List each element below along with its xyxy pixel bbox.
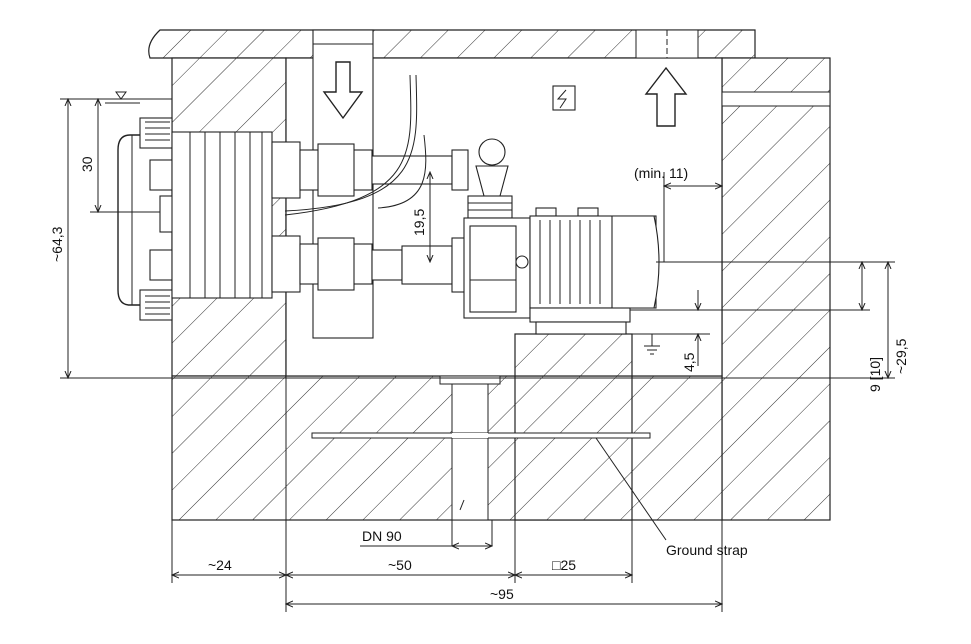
ground-strap bbox=[311, 334, 651, 439]
dim-30: 30 bbox=[79, 156, 95, 172]
pump-motor bbox=[529, 207, 660, 335]
nozzle-fins-lower bbox=[145, 295, 170, 315]
dimension-lines bbox=[60, 99, 895, 612]
right-wall bbox=[721, 57, 831, 521]
dim-min-11: (min. 11) bbox=[634, 165, 688, 181]
dim-25: □25 bbox=[552, 557, 576, 573]
electrical-cables bbox=[284, 74, 427, 216]
overflow-pipe bbox=[721, 91, 831, 107]
dim-dn90: DN 90 bbox=[362, 528, 402, 544]
dim-9-10: 9 [10] bbox=[867, 357, 883, 392]
upper-pipe bbox=[271, 141, 469, 199]
dim-29-5: ~29,5 bbox=[893, 338, 909, 374]
water-level-triangle-icon bbox=[60, 91, 172, 104]
dim-50: ~50 bbox=[388, 557, 412, 573]
nozzle-fins-upper bbox=[145, 121, 170, 141]
exhaust-vent-slot bbox=[635, 29, 699, 59]
lower-pipe bbox=[271, 235, 467, 293]
arrow-up-icon bbox=[644, 66, 688, 127]
dim-95: ~95 bbox=[490, 586, 514, 602]
ground-symbol-icon bbox=[644, 334, 660, 355]
dim-24: ~24 bbox=[208, 557, 232, 573]
label-ground-strap: Ground strap bbox=[666, 542, 748, 558]
electric-hazard-icon bbox=[552, 85, 576, 111]
floor-drain bbox=[439, 375, 501, 521]
pump-housing bbox=[463, 217, 531, 319]
plinth-top bbox=[514, 333, 633, 377]
wall-through-housing bbox=[171, 131, 273, 299]
dim-4-5: 4,5 bbox=[681, 352, 697, 372]
dim-64-3: ~64,3 bbox=[49, 226, 65, 262]
floor-slab bbox=[171, 375, 723, 521]
arrow-down-icon bbox=[322, 61, 364, 120]
pump-valve bbox=[467, 138, 513, 219]
dim-19-5: 19,5 bbox=[411, 209, 427, 236]
